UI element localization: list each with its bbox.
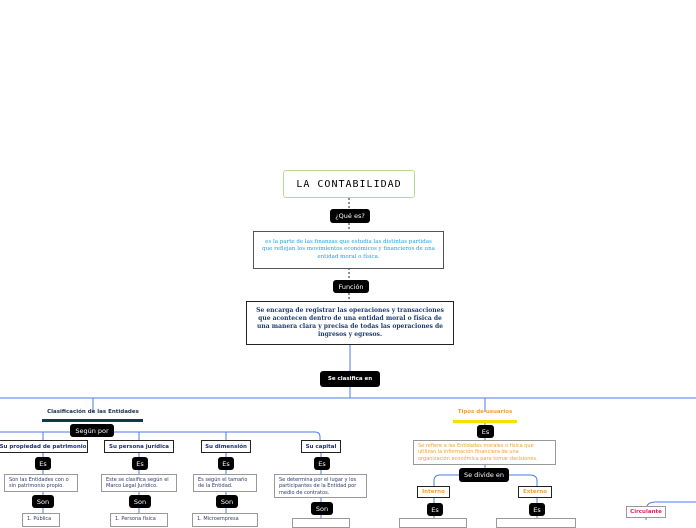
son-label: Son [32,495,54,508]
tipos-heading: Tipos de usuarios [457,409,513,415]
se-clasifica-label: Se clasifica en [320,371,380,387]
desc-propiedad: Son las Entidades con o sin patrimonio p… [4,474,78,492]
node-interno[interactable]: Interno [417,486,450,498]
es-label: Es [314,457,330,470]
segun-por-label: Según por [70,424,114,437]
definition-box: es la parte de las finanzas que estudia … [253,231,444,269]
desc-dimension: Es según el tamaño de la Entidad. [193,474,257,492]
es-label: Es [218,457,234,470]
node-dimension[interactable]: Su dimensión [201,440,251,453]
desc-usuarios: Se refiere a las Entidades morales o fís… [413,440,556,465]
son-label: Son [129,495,151,508]
function-box: Se encarga de registrar las operaciones … [246,301,454,345]
desc-persona: Este se clasifica según el Marco Legal J… [101,474,177,492]
es-label: Es [35,457,51,470]
que-es-label: ¿Qué es? [330,209,370,223]
node-persona[interactable]: Su persona jurídica [104,440,174,453]
funcion-label: Función [333,280,369,293]
title-box: LA CONTABILIDAD [283,170,415,198]
son-label: Son [311,502,333,515]
item-publica: 1. Pública [22,513,60,527]
node-externo[interactable]: Externo [518,486,552,498]
node-capital[interactable]: Su capital [301,440,341,453]
desc-capital: Se determina por el lugar y los particip… [274,474,367,498]
clasificacion-heading: Clasificación de las Entidades [47,409,139,415]
tipos-underline [453,420,517,423]
es-label: Es [477,425,494,438]
es-label: Es [132,457,148,470]
son-label: Son [216,495,238,508]
se-divide-label: Se divide en [459,468,509,482]
node-circulante[interactable]: Circulante [626,506,666,518]
es-label: Es [529,503,545,516]
es-label: Es [427,503,443,516]
node-propiedad[interactable]: Su propiedad de patrimonio [0,440,88,453]
item-persona-fisica: 1. Persona física [110,513,168,527]
heading-underline [42,419,143,422]
item-microempresa: 1. Microempresa [192,513,258,527]
